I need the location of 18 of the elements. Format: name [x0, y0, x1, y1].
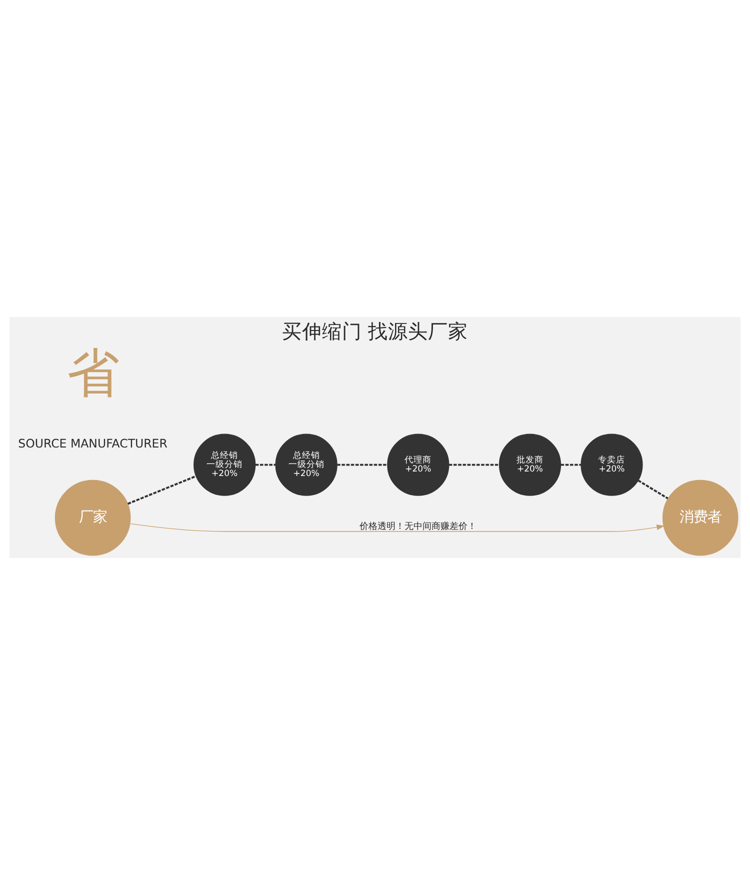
node-circle: 批发商 +20% — [498, 434, 562, 496]
node-circle: 厂家 — [54, 480, 131, 556]
connector — [255, 464, 276, 466]
connector — [560, 464, 581, 466]
connector — [449, 464, 500, 466]
node-circle: 总经销 一级分销 +20% — [194, 434, 256, 496]
node-circle: 专卖店 +20% — [580, 434, 643, 496]
connector — [638, 480, 668, 500]
edge-label: 价格透明！无中间商赚差价！ — [360, 522, 477, 532]
node-circle: 消费者 — [662, 480, 738, 556]
connector — [337, 464, 388, 466]
diagram-title: 买伸缩门 找源头厂家 — [282, 320, 468, 343]
arrow — [130, 523, 665, 532]
node-circle: 总经销 一级分销 +20% — [275, 434, 338, 496]
node-circle: 代理商 +20% — [387, 434, 450, 496]
label: SOURCE MANUFACTURER — [18, 436, 168, 450]
label: 省 — [66, 342, 119, 404]
connector — [128, 475, 196, 505]
